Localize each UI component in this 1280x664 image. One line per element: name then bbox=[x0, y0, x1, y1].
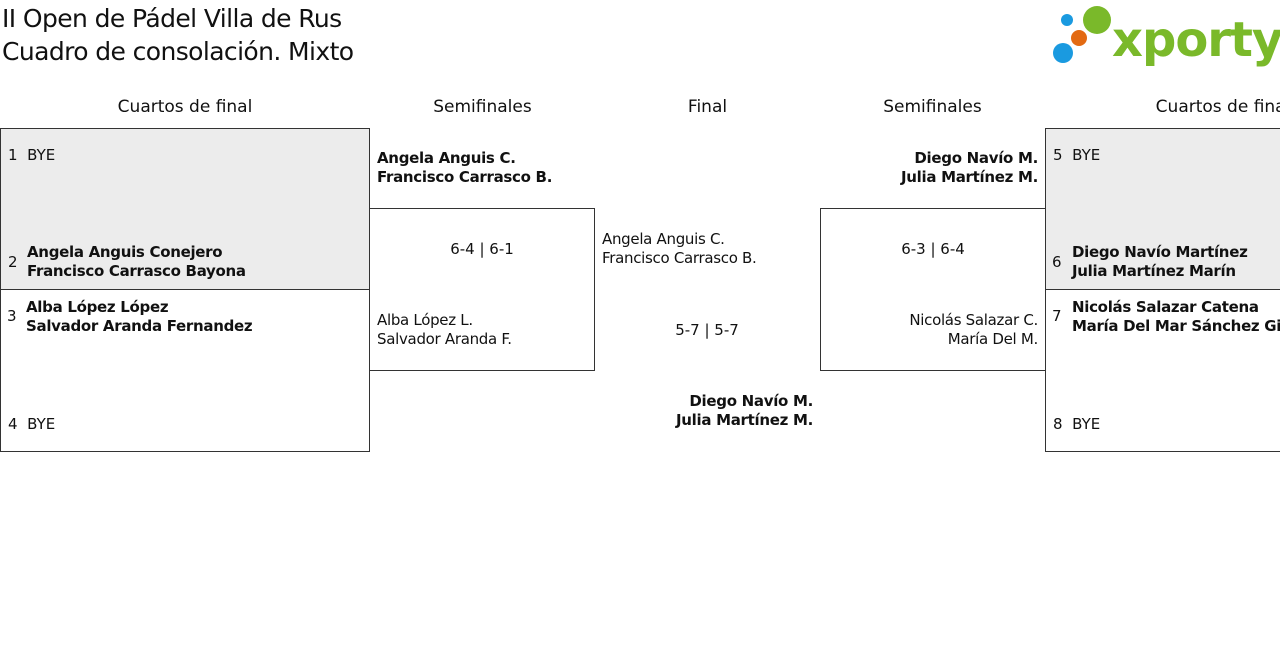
player-name: Julia Martínez M. bbox=[901, 168, 1038, 186]
team-2: Angela Anguis Conejero Francisco Carrasc… bbox=[27, 243, 246, 281]
round-label-right-quarterfinals: Cuartos de final bbox=[1155, 97, 1280, 117]
left-sf-score: 6-4 | 6-1 bbox=[450, 240, 514, 258]
round-label-left-quarterfinals: Cuartos de final bbox=[117, 97, 253, 117]
right-sf-match[interactable] bbox=[820, 208, 1046, 371]
final-winner: Diego Navío M. Julia Martínez M. bbox=[600, 392, 813, 430]
player-name: Nicolás Salazar Catena bbox=[1072, 298, 1259, 316]
player-name: Alba López López bbox=[26, 298, 169, 316]
round-label-right-semifinals: Semifinales bbox=[883, 97, 982, 117]
logo-dot-blue bbox=[1053, 43, 1073, 63]
seed-1: 1 BYE bbox=[8, 146, 55, 165]
right-sf-team-b: Nicolás Salazar C. María Del M. bbox=[825, 311, 1038, 349]
seed-2-number: 2 bbox=[8, 253, 18, 271]
logo-wordmark: xporty bbox=[1112, 12, 1280, 68]
tournament-name: II Open de Pádel Villa de Rus bbox=[2, 4, 342, 33]
player-name: Francisco Carrasco B. bbox=[377, 168, 553, 186]
draw-name: Cuadro de consolación. Mixto bbox=[2, 37, 354, 66]
player-name: Salvador Aranda Fernandez bbox=[26, 317, 253, 335]
player-name: Angela Anguis C. bbox=[377, 149, 516, 167]
player-name: Francisco Carrasco B. bbox=[602, 249, 757, 267]
logo-dot-blue-small bbox=[1061, 14, 1073, 26]
seed-number: 1 bbox=[8, 146, 18, 164]
player-name: Francisco Carrasco Bayona bbox=[27, 262, 246, 280]
seed-number: 8 bbox=[1053, 415, 1063, 433]
player-name: Nicolás Salazar C. bbox=[909, 311, 1038, 329]
player-name: Alba López L. bbox=[377, 311, 473, 329]
seed-7-number: 7 bbox=[1052, 307, 1062, 325]
seed-8: 8 BYE bbox=[1053, 415, 1100, 434]
player-name: Angela Anguis Conejero bbox=[27, 243, 223, 261]
bye-label: BYE bbox=[27, 146, 56, 164]
bye-label: BYE bbox=[1072, 146, 1101, 164]
player-name: Julia Martínez M. bbox=[676, 411, 813, 429]
left-sf-team-a: Angela Anguis C. Francisco Carrasco B. bbox=[377, 149, 552, 187]
logo-graphic: xporty bbox=[1053, 6, 1280, 68]
seed-3-number: 3 bbox=[7, 307, 17, 325]
seed-4: 4 BYE bbox=[8, 415, 55, 434]
player-name: María Del Mar Sánchez Gil bbox=[1072, 317, 1280, 335]
player-name: Diego Navío Martínez bbox=[1072, 243, 1248, 261]
player-name: Julia Martínez Marín bbox=[1072, 262, 1236, 280]
round-label-left-semifinals: Semifinales bbox=[433, 97, 532, 117]
team-6: Diego Navío Martínez Julia Martínez Marí… bbox=[1072, 243, 1248, 281]
right-sf-team-a: Diego Navío M. Julia Martínez M. bbox=[825, 149, 1038, 187]
player-name: María Del M. bbox=[947, 330, 1039, 348]
right-qf-match-2[interactable] bbox=[1045, 289, 1280, 452]
seed-number: 5 bbox=[1053, 146, 1063, 164]
logo-dot-orange bbox=[1071, 30, 1087, 46]
page-title: II Open de Pádel Villa de Rus Cuadro de … bbox=[2, 2, 354, 68]
bye-label: BYE bbox=[1072, 415, 1101, 433]
player-name: Angela Anguis C. bbox=[602, 230, 725, 248]
player-name: Diego Navío M. bbox=[914, 149, 1038, 167]
team-3: Alba López López Salvador Aranda Fernand… bbox=[26, 298, 253, 336]
seed-6-number: 6 bbox=[1052, 253, 1062, 271]
final-score: 5-7 | 5-7 bbox=[675, 321, 739, 339]
final-team-a: Angela Anguis C. Francisco Carrasco B. bbox=[602, 230, 757, 268]
right-sf-score: 6-3 | 6-4 bbox=[901, 240, 965, 258]
logo-dot-green bbox=[1083, 6, 1111, 34]
xporty-logo[interactable]: xporty bbox=[1050, 4, 1280, 68]
left-sf-match[interactable] bbox=[369, 208, 595, 371]
seed-5: 5 BYE bbox=[1053, 146, 1100, 165]
bye-label: BYE bbox=[27, 415, 56, 433]
round-label-final: Final bbox=[687, 97, 728, 117]
team-7: Nicolás Salazar Catena María Del Mar Sán… bbox=[1072, 298, 1280, 336]
player-name: Diego Navío M. bbox=[689, 392, 813, 410]
left-sf-team-b: Alba López L. Salvador Aranda F. bbox=[377, 311, 512, 349]
player-name: Salvador Aranda F. bbox=[377, 330, 512, 348]
seed-number: 4 bbox=[8, 415, 18, 433]
left-qf-match-1[interactable] bbox=[0, 128, 370, 290]
